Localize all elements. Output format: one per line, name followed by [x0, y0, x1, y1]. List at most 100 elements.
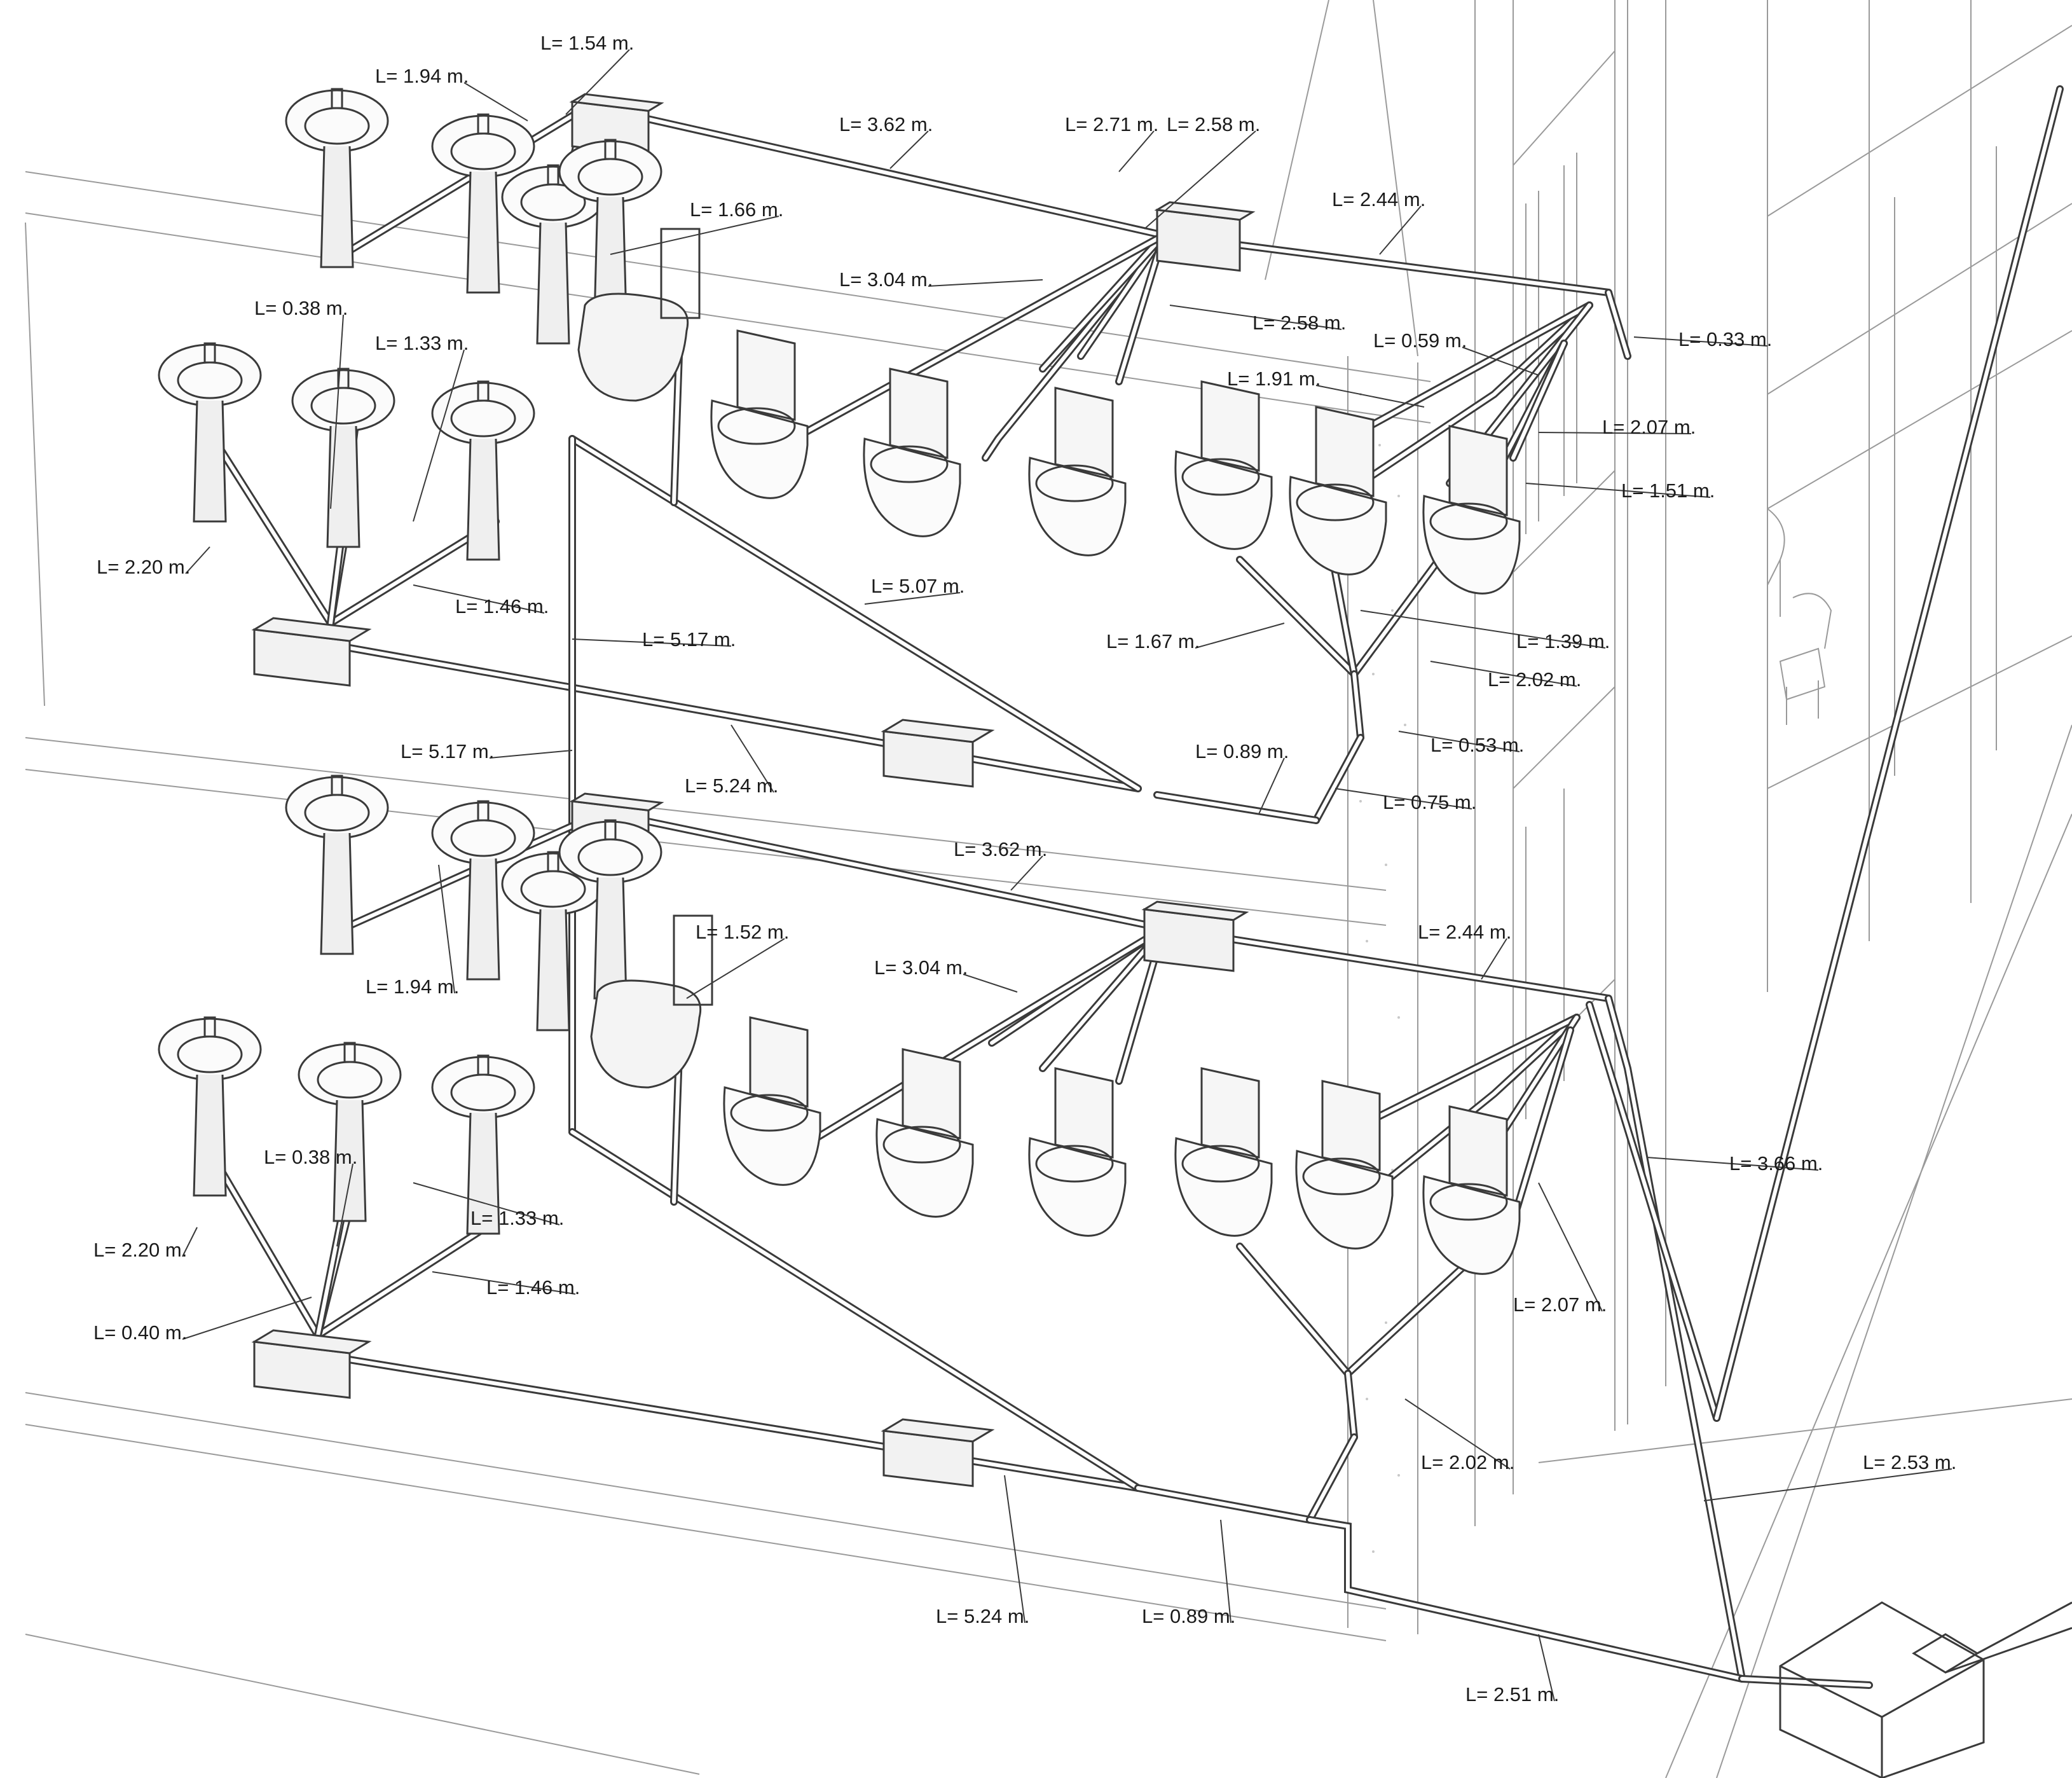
junction-box-top — [569, 792, 664, 811]
leader-line — [1315, 385, 1425, 408]
toilet-bowl — [723, 1086, 821, 1186]
leader-line — [1379, 205, 1422, 255]
toilet — [723, 1016, 821, 1186]
toilet — [1174, 1067, 1273, 1237]
junction-boxes — [251, 93, 1256, 1487]
toilet — [1174, 380, 1273, 550]
pipe-run-core — [1117, 233, 1165, 383]
washbasin-faucet — [343, 1042, 356, 1063]
toilet — [1422, 425, 1521, 595]
toilet-seat — [870, 445, 949, 483]
toilet-tank — [902, 1048, 961, 1140]
junction-box-top — [251, 617, 372, 642]
pipe-length-label: L= 2.53 m. — [1863, 1451, 1956, 1473]
pipe-run-core — [1333, 303, 1591, 447]
toilet-tank — [1200, 1067, 1260, 1159]
washbasin-bowl — [431, 801, 535, 865]
leader-line — [889, 130, 929, 169]
leader-line — [1220, 1519, 1232, 1623]
pipe-length-label: L= 1.91 m. — [1227, 368, 1321, 390]
leader-line — [963, 974, 1018, 993]
leader-line — [864, 592, 961, 605]
leader-line — [185, 546, 210, 574]
pipe-run-core — [1352, 672, 1362, 740]
washbasin-faucet — [547, 164, 559, 186]
pipe-length-label: L= 1.33 m. — [470, 1207, 564, 1229]
pipe-length-label: L= 1.54 m. — [540, 32, 634, 54]
pipe-length-label: L= 0.53 m. — [1431, 734, 1524, 756]
pipe-length-label: L= 0.89 m. — [1142, 1605, 1235, 1627]
leader-line — [336, 1163, 353, 1247]
pipe-run-core — [1238, 1244, 1350, 1375]
toilet-bowl — [1028, 1137, 1127, 1237]
washbasin-bowl — [291, 369, 395, 432]
leader-line — [1538, 432, 1692, 434]
washbasin — [285, 775, 389, 955]
pipe-run-core — [341, 818, 587, 930]
toilet-bowl — [1028, 457, 1127, 556]
washbasin-faucet — [604, 139, 617, 160]
washbasin-bowl — [431, 1056, 535, 1119]
leader-line — [1004, 1475, 1026, 1623]
leader-line — [928, 279, 1043, 287]
leader-line — [1481, 938, 1507, 980]
toilet-seat — [1429, 1183, 1508, 1221]
pipe-run-core — [1041, 233, 1165, 371]
leader-line — [1633, 336, 1768, 347]
pipe-length-label: L= 1.52 m. — [696, 921, 789, 943]
toilet — [1422, 1105, 1521, 1275]
utility-sink-tank — [673, 914, 713, 1006]
toilet-bowl — [863, 438, 961, 537]
pipe-length-label: L= 5.24 m. — [685, 775, 778, 797]
washbasin — [285, 88, 389, 268]
leader-line — [1360, 610, 1606, 649]
washbasin — [291, 368, 395, 548]
pipe-length-label: L= 2.44 m. — [1418, 921, 1511, 943]
pipe-length-label: L= 1.66 m. — [690, 198, 783, 221]
pipe-length-label: L= 2.02 m. — [1488, 668, 1581, 691]
pipe-run-core — [316, 1219, 498, 1337]
leader-line — [432, 1271, 576, 1295]
pipe-length-label: L= 5.07 m. — [871, 575, 964, 597]
pipe-run-core — [1041, 927, 1165, 1070]
pipe-length-label: L= 1.94 m. — [366, 975, 459, 998]
leader-line — [182, 1297, 312, 1340]
pipe-length-label: L= 3.62 m. — [954, 838, 1047, 860]
washbasin-bowl — [558, 140, 662, 203]
washbasin-pedestal — [193, 1074, 227, 1197]
pipe-run-core — [1155, 793, 1318, 822]
junction-box-top — [1154, 201, 1256, 221]
leader-line — [1462, 347, 1539, 376]
pipe-run-core — [341, 106, 587, 256]
pipe-length-label: L= 1.33 m. — [375, 332, 469, 354]
washbasin — [158, 1016, 262, 1197]
pipe-run-core — [1607, 291, 1629, 358]
washbasin-pedestal — [193, 400, 227, 523]
toilet — [710, 329, 809, 499]
toilet-seat — [1296, 483, 1375, 521]
pipe-run-core — [1346, 1372, 1356, 1439]
washbasin-faucet — [203, 1016, 216, 1038]
washbasin — [558, 139, 662, 319]
washbasin-pedestal — [326, 425, 360, 548]
toilet-seat — [1035, 464, 1114, 502]
leader-line — [565, 49, 630, 115]
washbasin-bowl — [431, 114, 535, 178]
pipe-length-label: L= 3.62 m. — [839, 113, 933, 135]
pipe-length-label: L= 0.59 m. — [1373, 329, 1467, 352]
junction-box-top — [881, 1418, 995, 1443]
pipe-length-label: L= 3.04 m. — [839, 268, 933, 291]
leader-line — [1646, 1157, 1819, 1171]
toilet — [1028, 387, 1127, 556]
washbasin-bowl — [158, 1017, 262, 1081]
toilet-seat — [1429, 502, 1508, 541]
toilet-bowl — [1422, 495, 1521, 595]
washbasin — [431, 1054, 535, 1235]
pipe-run-core — [1308, 1518, 1744, 1681]
washbasin-bowl — [158, 343, 262, 407]
pipe-run-core — [1314, 736, 1362, 822]
utility-sink-basin — [577, 293, 689, 402]
washbasin-pedestal — [320, 146, 354, 268]
pipe-run-core — [1511, 341, 1566, 460]
